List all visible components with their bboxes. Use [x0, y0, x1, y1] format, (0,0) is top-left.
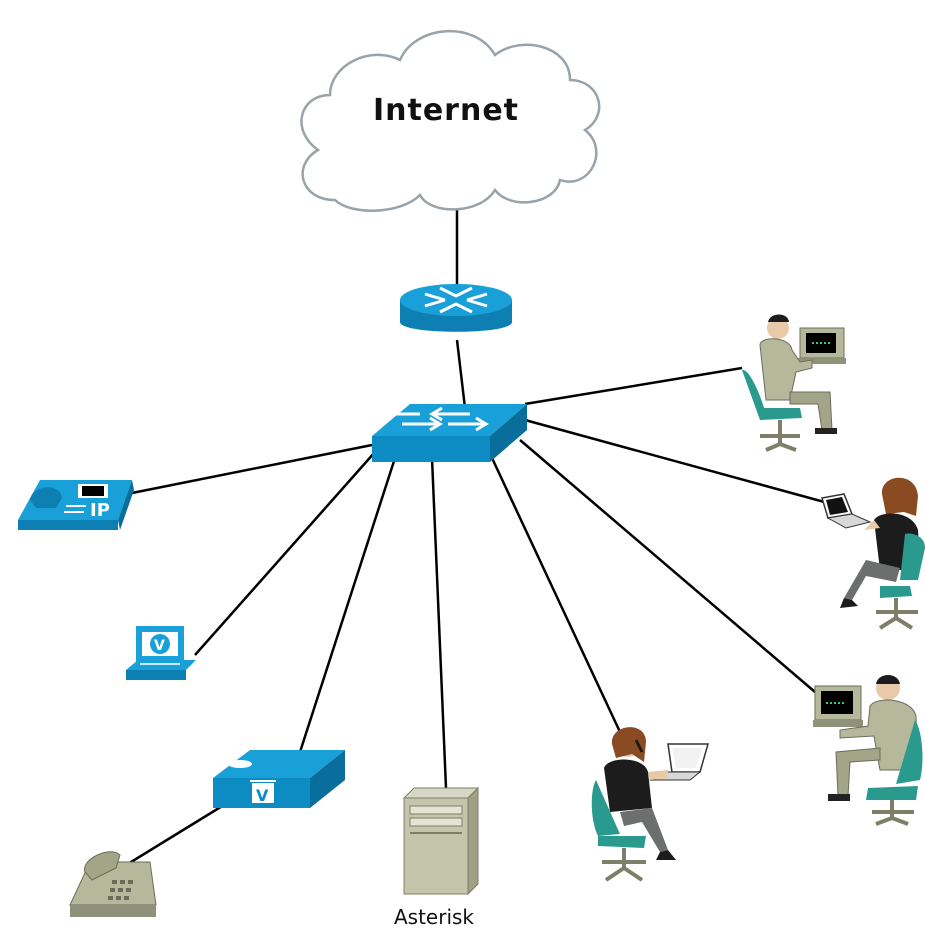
user-laptop-icon	[591, 727, 709, 882]
link-switch-server	[430, 457, 448, 789]
link-switch-headset-user	[490, 457, 622, 733]
svg-text:V: V	[154, 638, 165, 654]
link-switch-ip-phone	[131, 443, 373, 495]
user-laptop-icon	[821, 477, 925, 630]
ip-phone-icon: IP	[18, 480, 134, 530]
link-switch-workstation-1	[524, 366, 743, 406]
voice-gateway-icon: V	[213, 750, 345, 808]
svg-text:V: V	[256, 786, 269, 805]
cloud-icon: Internet	[300, 30, 601, 212]
user-workstation-icon	[813, 675, 923, 826]
svg-text:IP: IP	[90, 500, 110, 521]
server-icon: Asterisk	[394, 786, 480, 929]
link-router-switch	[455, 339, 467, 409]
router-icon	[400, 284, 512, 332]
analog-phone-icon	[69, 851, 157, 917]
link-switch-gateway	[298, 457, 397, 753]
asterisk-label: Asterisk	[394, 905, 474, 929]
link-switch-video-terminal	[194, 451, 376, 656]
connections	[117, 200, 829, 872]
link-gateway-analog-phone	[117, 798, 233, 872]
link-switch-workstation-2	[519, 439, 816, 693]
video-terminal-icon: V	[126, 626, 196, 680]
internet-label: Internet	[373, 93, 519, 128]
user-workstation-icon	[742, 314, 846, 452]
link-switch-laptop-user	[524, 418, 829, 505]
switch-icon	[372, 404, 527, 462]
